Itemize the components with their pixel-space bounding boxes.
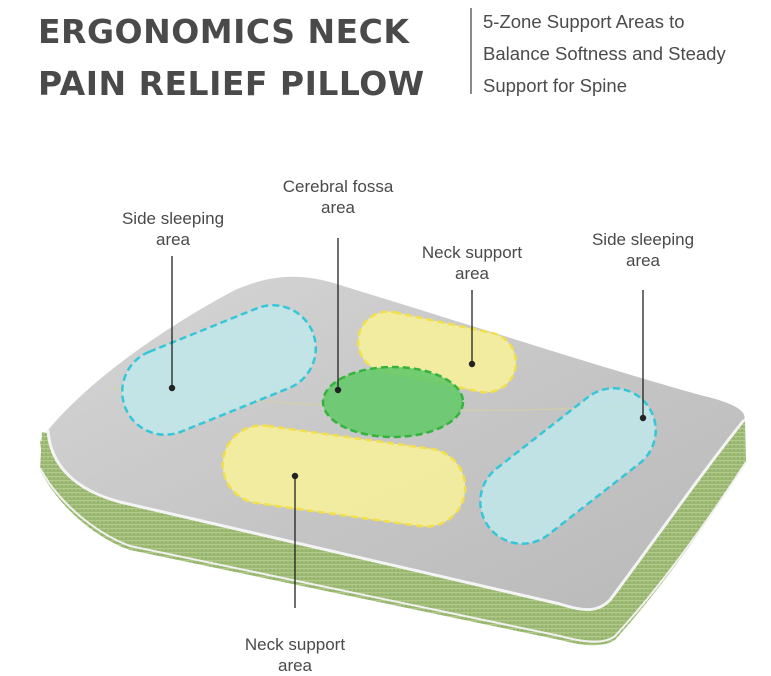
subtitle-line-1: 5-Zone Support Areas to [483,11,685,32]
dot-side-right [639,414,647,422]
page-title: ERGONOMICS NECK PAIN RELIEF PILLOW [38,6,425,110]
subtitle: 5-Zone Support Areas to Balance Softness… [483,6,726,102]
pillow-side-lower [40,420,746,639]
label-side-left: Side sleeping area [121,209,225,249]
header-divider [470,8,472,94]
zone-side-left [120,304,318,436]
label-neck-top: Neck support area [421,243,523,283]
subtitle-line-2: Balance Softness and Steady [483,43,726,64]
dot-cerebral [334,386,342,394]
leader-dots [168,360,647,480]
dot-side-left [168,384,176,392]
label-side-right: Side sleeping area [591,230,695,270]
subtitle-line-3: Support for Spine [483,75,627,96]
label-neck-bottom: Neck support area [244,635,346,675]
pillow-piping-bottom [39,461,747,643]
zone-side-right [479,387,657,545]
title-line-1: ERGONOMICS NECK [38,12,410,51]
dot-neck-top [468,360,476,368]
pillow-piping [46,419,746,611]
leader-lines [171,238,644,608]
label-cerebral-fossa: Cerebral fossa area [282,177,394,217]
zone-neck-bottom [221,424,467,528]
title-line-2: PAIN RELIEF PILLOW [38,64,425,103]
dot-neck-bottom [291,472,299,480]
zone-cerebral-fossa [321,365,465,439]
